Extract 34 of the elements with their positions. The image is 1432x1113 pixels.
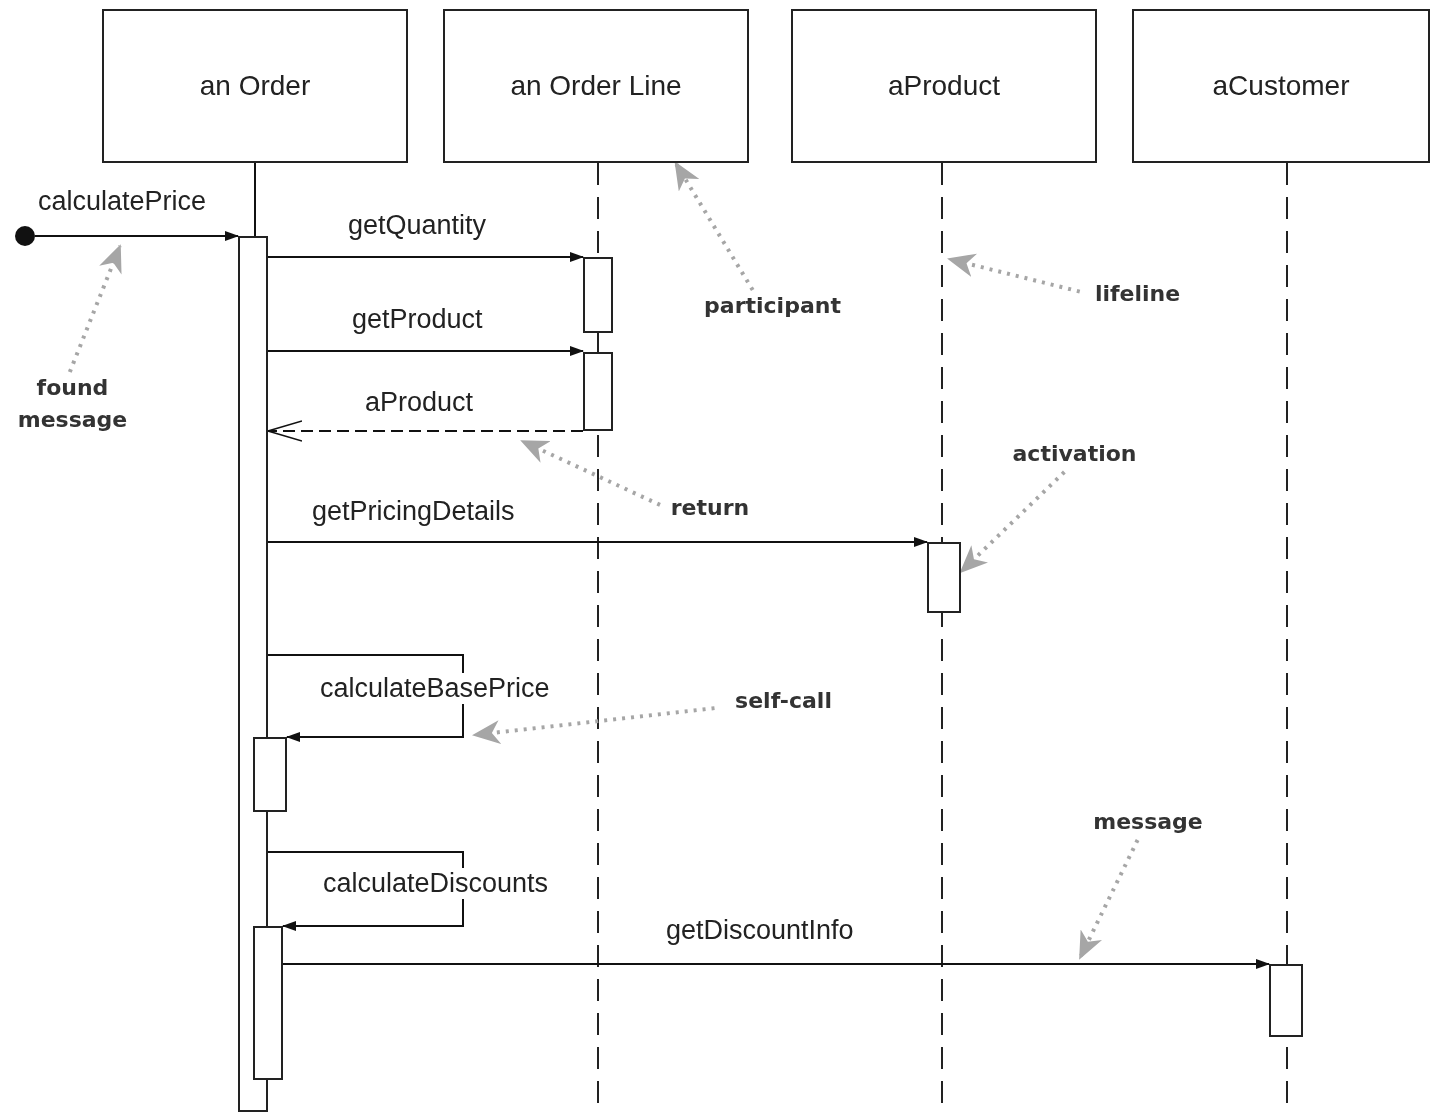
- message-arrow: [34, 231, 239, 241]
- participant-box: aProduct: [791, 9, 1097, 163]
- leader-arrow: [67, 244, 122, 373]
- activation-bar: [583, 257, 613, 333]
- message-arrow: [267, 252, 584, 262]
- annotation-text: return: [660, 492, 760, 526]
- activation-bar: [927, 542, 961, 613]
- annotation-text: self-call: [726, 685, 841, 719]
- annotation-text: lifeline: [1085, 278, 1190, 312]
- annotation-text: participant: [690, 290, 855, 324]
- edge-label: calculateBasePrice: [318, 673, 552, 704]
- participant-box: aCustomer: [1132, 9, 1430, 163]
- message-arrow: [267, 537, 928, 547]
- message-arrow: [267, 346, 584, 356]
- message-arrow: [282, 959, 1270, 969]
- leader-arrow: [472, 706, 715, 745]
- start-dot: [15, 226, 35, 246]
- annotation-text: message: [1083, 806, 1213, 840]
- leader-arrow: [947, 253, 1081, 294]
- leader-arrow: [520, 439, 661, 507]
- activation-bar: [253, 737, 287, 812]
- participant-box: an Order: [102, 9, 408, 163]
- annotation-text: activation: [1002, 438, 1147, 472]
- message-arrow: [267, 654, 464, 742]
- lifeline: [254, 162, 256, 237]
- activation-bar: [583, 352, 613, 431]
- activation-bar: [1269, 964, 1303, 1037]
- participant-box: an Order Line: [443, 9, 749, 163]
- leader-arrow: [673, 161, 755, 292]
- message-arrow: [267, 851, 464, 931]
- activation-bar: [253, 926, 283, 1080]
- annotation-text: found message: [5, 372, 140, 442]
- return-arrow: [267, 420, 584, 442]
- leader-arrow: [1078, 839, 1140, 960]
